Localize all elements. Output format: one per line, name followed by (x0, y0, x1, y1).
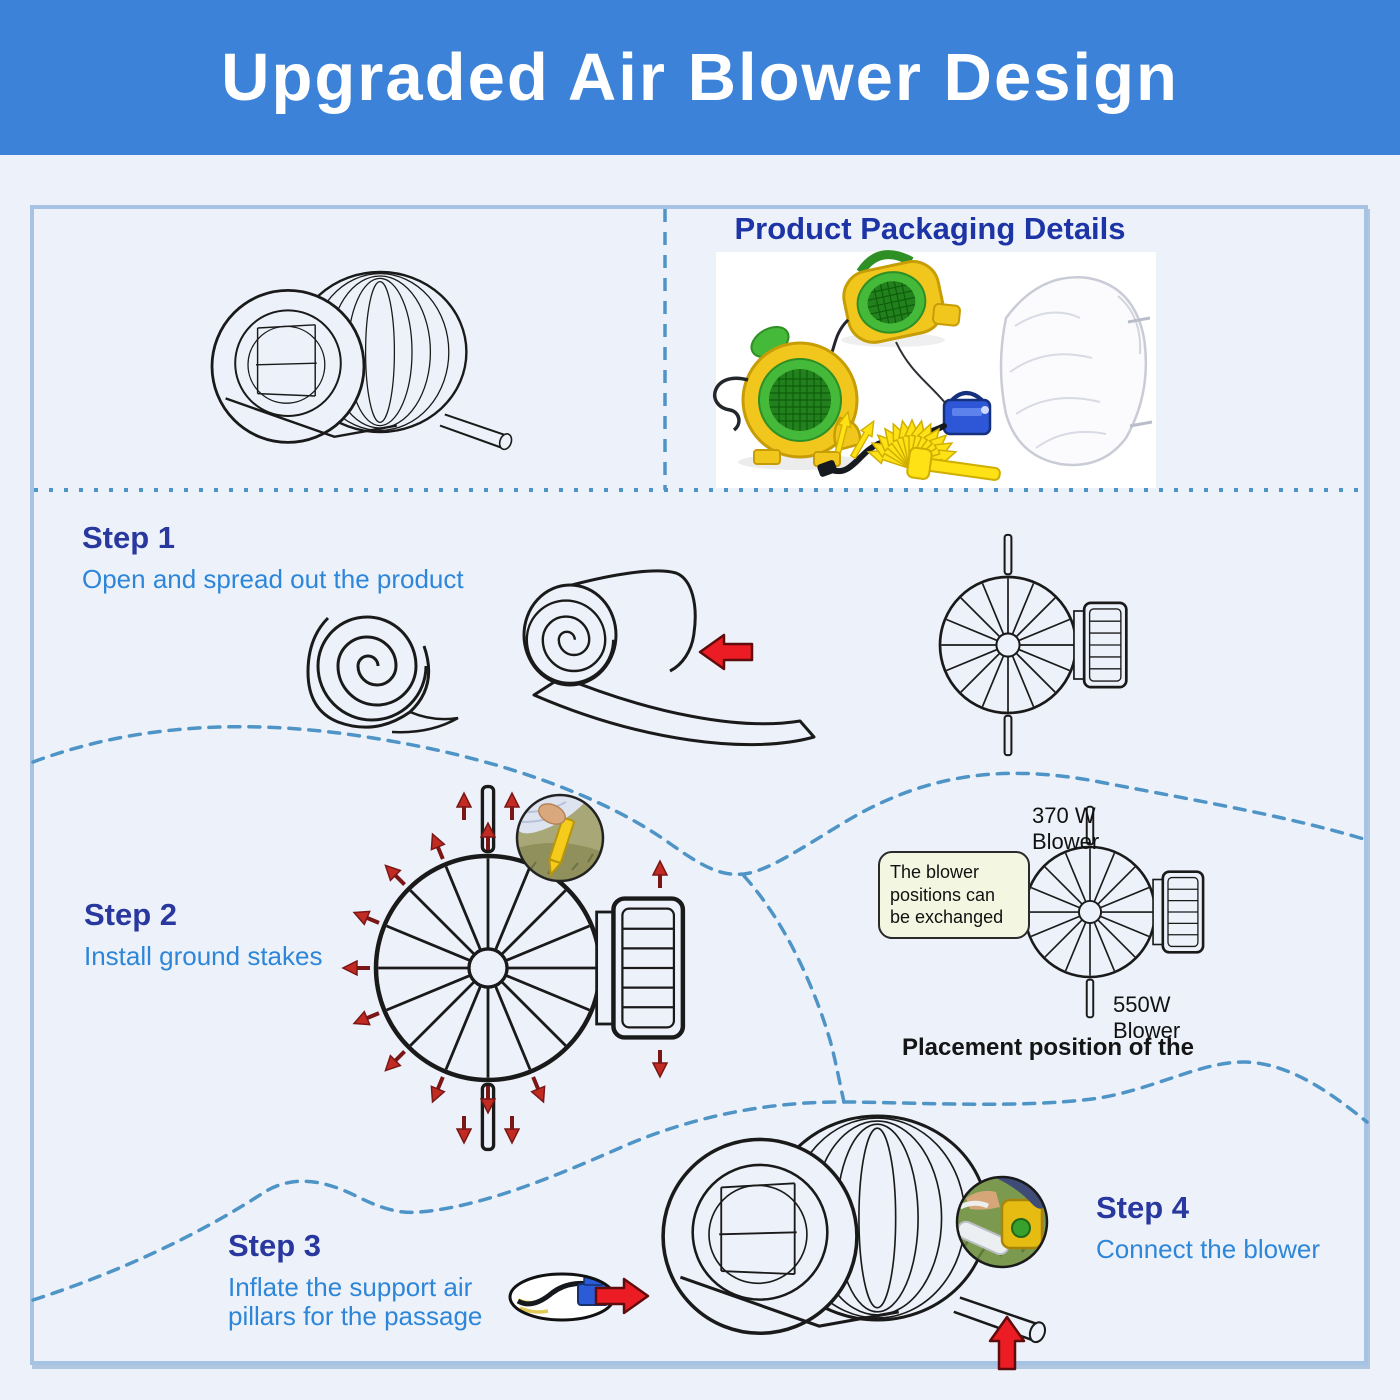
top-blower-word: Blower (1032, 828, 1100, 854)
ground-stakes-diagram (341, 787, 683, 1150)
blower-front-photo (713, 325, 862, 467)
tent-top-view-sketch (938, 533, 1128, 757)
rolled-product-sketch (306, 615, 459, 734)
bubble-tent-sketch (210, 270, 515, 453)
divider-wave-branch (742, 874, 846, 1104)
step-3-desc: Inflate the support air pillars for the … (228, 1272, 483, 1332)
step-3-label: Step 3 (228, 1228, 322, 1263)
page-title: Upgraded Air Blower Design (221, 40, 1179, 115)
divider-wave-step1 (31, 724, 1369, 877)
packaging-photo (713, 250, 1156, 488)
step-4-block: Step 4 Connect the blower (1096, 1190, 1376, 1264)
top-blower-label: 370 W Blower (1032, 803, 1099, 855)
section-dividers (31, 209, 1369, 1302)
step-1-label: Step 1 (82, 520, 176, 555)
tent-roll-photo (999, 276, 1153, 467)
mallet-photo (906, 446, 1001, 481)
placement-caption: Placement position of the (902, 1034, 1195, 1061)
step-1-desc: Open and spread out the product (82, 564, 464, 594)
divider-wave-step2 (31, 1060, 1369, 1302)
step-1-block: Step 1 Open and spread out the product (82, 520, 502, 594)
step-2-desc: Install ground stakes (84, 941, 323, 971)
connect-down-arrow-icon (988, 1315, 1026, 1371)
packaging-title: Product Packaging Details (734, 211, 1126, 246)
top-blower-watt: 370 W (1032, 803, 1096, 828)
blower-side-photo (820, 250, 961, 368)
unroll-left-arrow-icon (698, 633, 754, 671)
bottom-blower-watt: 550W (1113, 992, 1171, 1017)
step-3-block: Step 3 Inflate the support air pillars f… (228, 1228, 528, 1331)
bottom-blower-word: Blower (1113, 1017, 1181, 1043)
connect-photo-inset (955, 1175, 1049, 1269)
stake-photo-inset (515, 793, 605, 883)
step-4-label: Step 4 (1096, 1190, 1190, 1225)
unrolling-product-sketch (522, 569, 816, 747)
blower-callout: The blower positions can be exchanged (878, 851, 1030, 939)
header-banner: Upgraded Air Blower Design (0, 0, 1400, 155)
step-4-desc: Connect the blower (1096, 1234, 1321, 1264)
step-2-label: Step 2 (84, 897, 178, 932)
bottom-blower-label: 550W Blower (1113, 992, 1180, 1044)
step-2-block: Step 2 Install ground stakes (84, 897, 414, 971)
content-frame (30, 205, 1368, 1365)
